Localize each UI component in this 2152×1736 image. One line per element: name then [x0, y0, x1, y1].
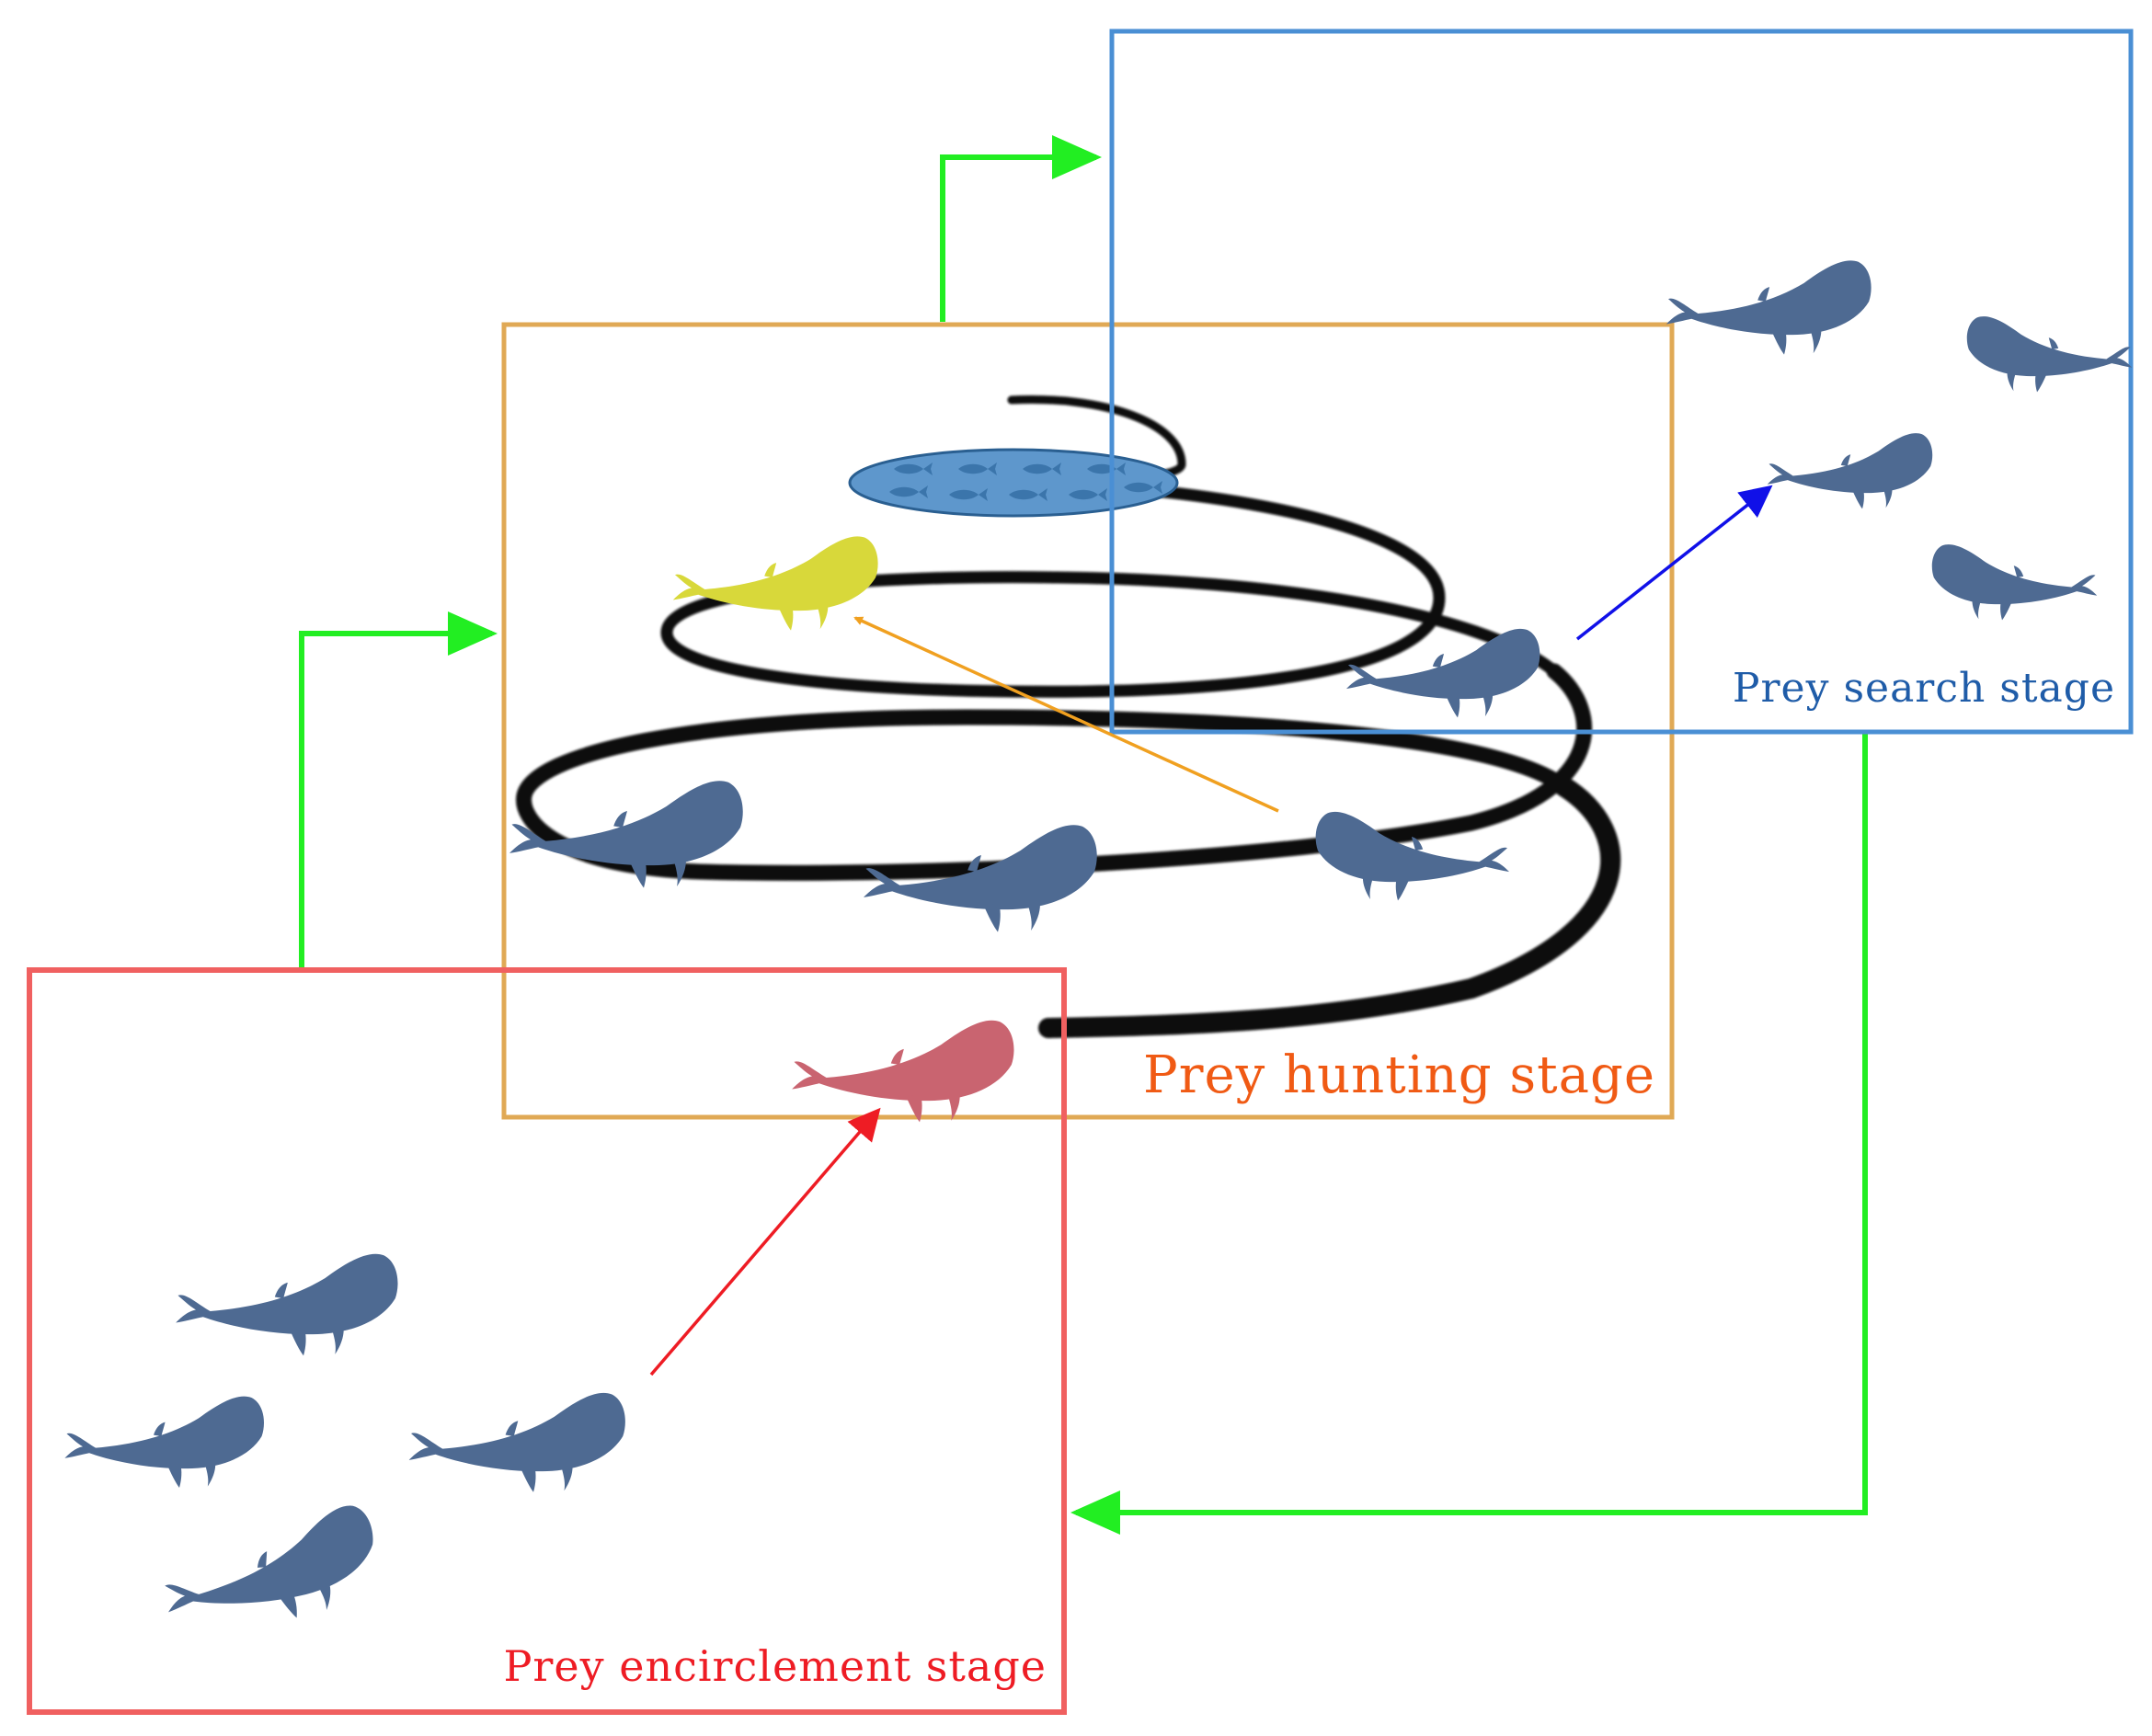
whale-icon: [176, 1253, 398, 1356]
whales-encirclement: [64, 1253, 625, 1644]
flow-arrows: [299, 135, 1868, 1535]
whale-icon: [154, 1502, 387, 1644]
whale-target-icon: [792, 1020, 1014, 1123]
arrow-encirclement-to-hunting: [299, 611, 498, 970]
arrow-toward-best-whale: [853, 616, 1279, 813]
search-stage-label: Prey search stage: [1733, 665, 2115, 712]
whale-icon: [1345, 628, 1540, 718]
spiral-second-loop: [660, 476, 1561, 698]
spiral-bottom-loop: [1038, 776, 1621, 1038]
whale-icon: [1966, 316, 2133, 393]
encirclement-stage-box: [27, 967, 1067, 1715]
spiral-third-loop: [516, 663, 1593, 881]
arrow-encircle-move: [649, 1107, 881, 1376]
hunting-stage-box: [501, 322, 1675, 1120]
arrow-hunting-to-search: [940, 135, 1102, 322]
whale-icon: [64, 1396, 264, 1488]
prey-fish-school: [848, 448, 1179, 518]
whale-icon: [1931, 544, 2098, 621]
encirclement-stage-label: Prey encirclement stage: [503, 1641, 1047, 1691]
hunting-stage-label: Prey hunting stage: [1143, 1045, 1655, 1105]
arrow-search-to-encirclement: [1070, 731, 1868, 1535]
search-stage-box: [1109, 29, 2134, 735]
whale-icon: [1767, 433, 1933, 509]
whale-icon: [1666, 260, 1872, 355]
bubble-net-spiral: [516, 394, 1621, 1038]
whale-best-solution-icon: [672, 536, 878, 631]
whales-search: [1666, 260, 2133, 621]
whale-icon: [408, 1392, 625, 1492]
arrow-search-move: [1575, 485, 1773, 641]
